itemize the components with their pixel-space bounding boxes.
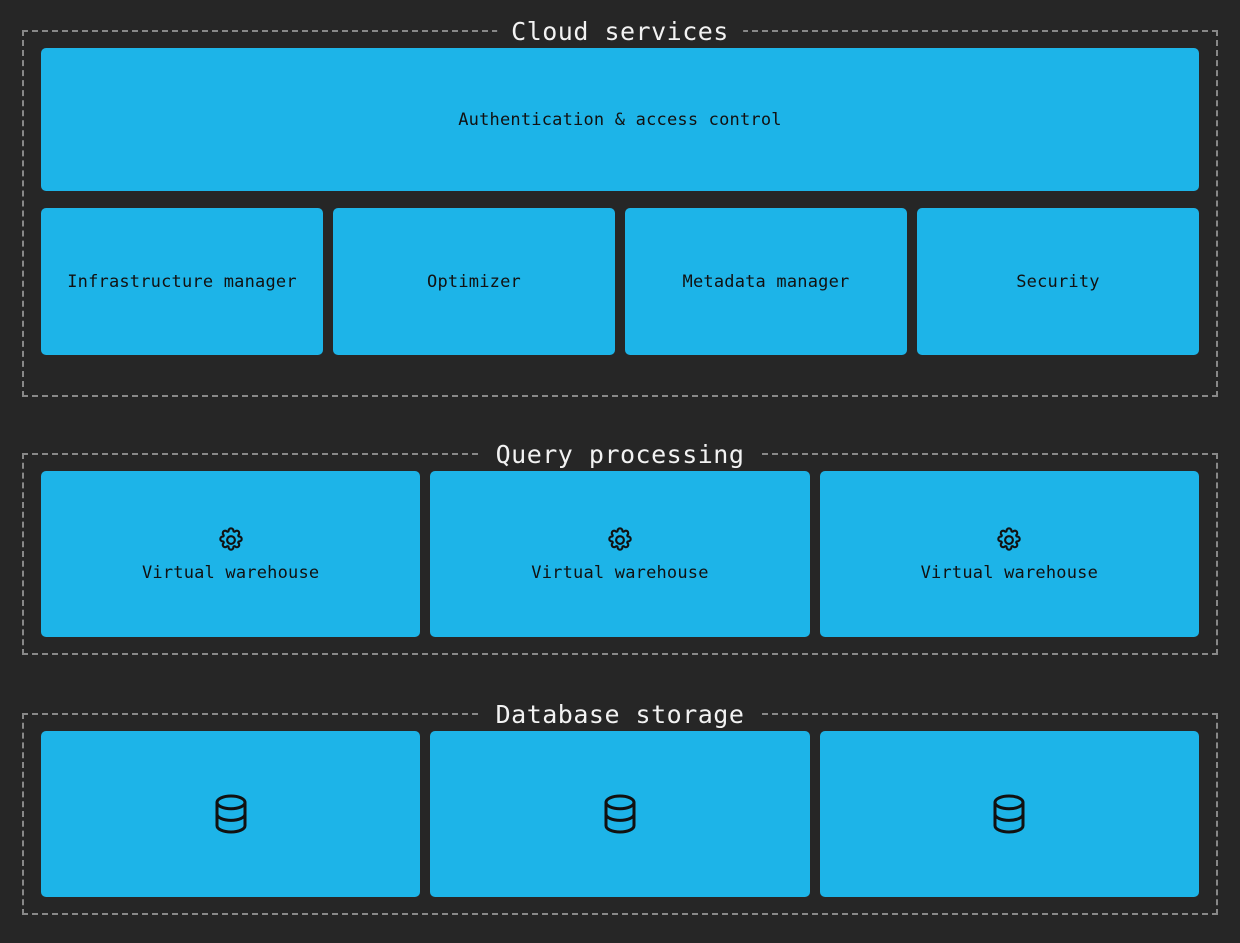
node-label: Infrastructure manager xyxy=(67,271,297,292)
node-label: Virtual warehouse xyxy=(141,563,320,583)
query-processing-body: Virtual warehouse Virtual warehouse xyxy=(41,471,1199,637)
node-security[interactable]: Security xyxy=(917,208,1199,355)
node-label: Security xyxy=(1016,271,1100,292)
section-query-processing: Query processing Virtual warehouse xyxy=(22,441,1218,655)
node-infrastructure-manager[interactable]: Infrastructure manager xyxy=(41,208,323,355)
database-storage-body xyxy=(41,731,1199,897)
gear-icon xyxy=(605,525,635,555)
node-label: Virtual warehouse xyxy=(920,563,1099,583)
node-virtual-warehouse-3[interactable]: Virtual warehouse xyxy=(819,471,1199,637)
virtual-warehouse-row: Virtual warehouse Virtual warehouse xyxy=(41,471,1199,637)
node-database-storage-1[interactable] xyxy=(41,731,421,897)
database-icon xyxy=(985,790,1033,838)
cloud-services-body: Authentication & access control Infrastr… xyxy=(41,48,1199,379)
gear-icon xyxy=(216,525,246,555)
cloud-services-banner-row: Authentication & access control xyxy=(41,48,1199,191)
node-virtual-warehouse-2[interactable]: Virtual warehouse xyxy=(430,471,810,637)
gear-icon xyxy=(994,525,1024,555)
node-label: Optimizer xyxy=(427,271,521,292)
section-title-database-storage: Database storage xyxy=(481,701,759,729)
node-database-storage-3[interactable] xyxy=(819,731,1199,897)
cloud-services-row: Infrastructure manager Optimizer Metadat… xyxy=(41,208,1199,355)
section-title-query-processing: Query processing xyxy=(481,441,759,469)
node-label: Authentication & access control xyxy=(458,109,782,130)
node-database-storage-2[interactable] xyxy=(430,731,810,897)
section-cloud-services: Cloud services Authentication & access c… xyxy=(22,18,1218,397)
node-label: Metadata manager xyxy=(682,271,850,292)
node-metadata-manager[interactable]: Metadata manager xyxy=(625,208,907,355)
database-row xyxy=(41,731,1199,897)
node-optimizer[interactable]: Optimizer xyxy=(333,208,615,355)
database-icon xyxy=(596,790,644,838)
section-title-cloud-services: Cloud services xyxy=(497,18,743,46)
database-icon xyxy=(207,790,255,838)
section-database-storage: Database storage xyxy=(22,701,1218,915)
node-authentication-access-control[interactable]: Authentication & access control xyxy=(41,48,1199,191)
node-label: Virtual warehouse xyxy=(531,563,709,583)
node-virtual-warehouse-1[interactable]: Virtual warehouse xyxy=(41,471,421,637)
